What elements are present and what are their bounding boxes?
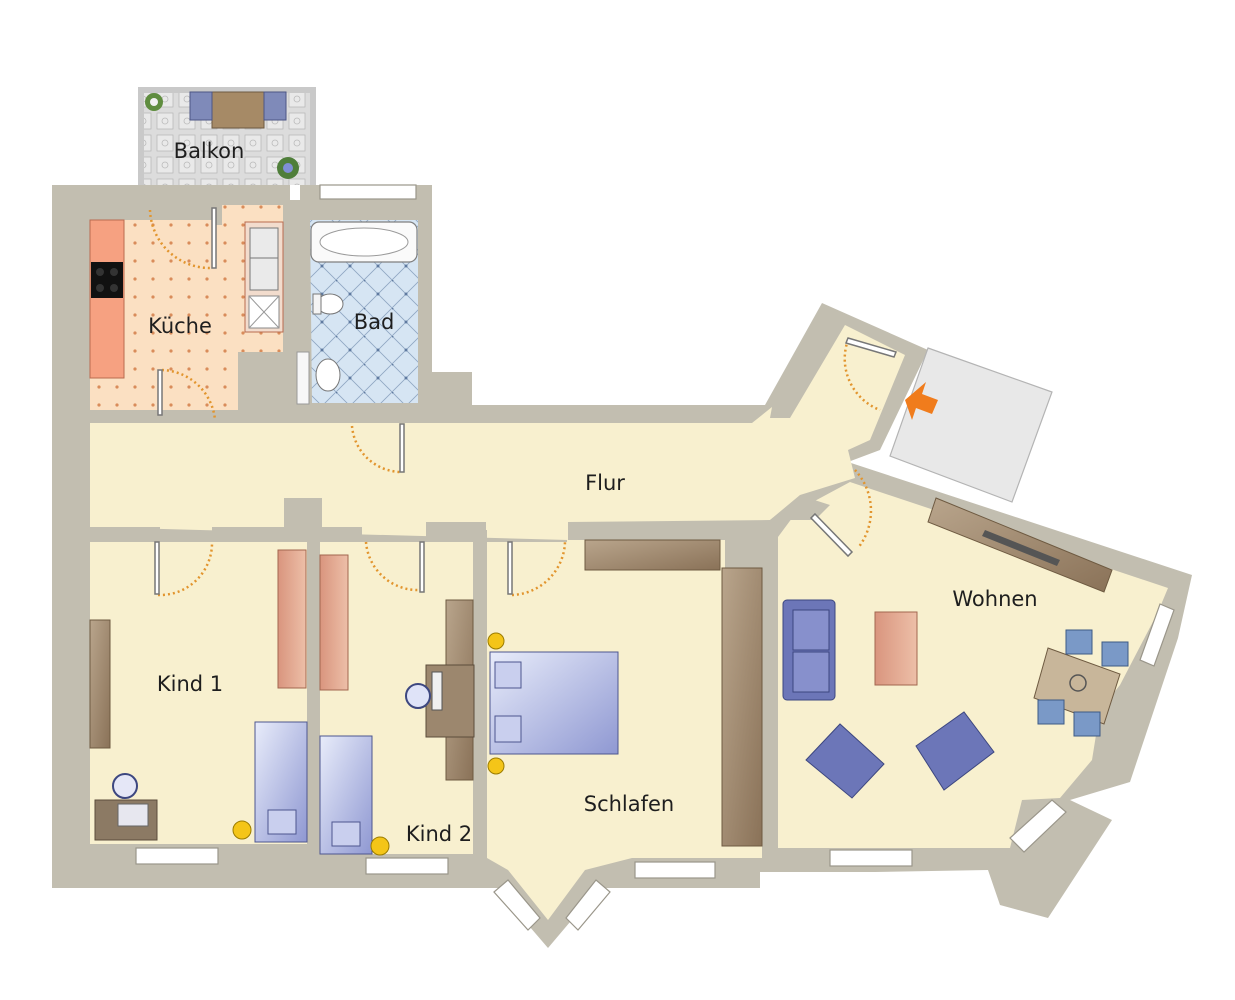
room-labels: Balkon Küche Bad Flur Wohnen Kind 1 Kind… <box>148 139 1038 846</box>
window-wohnen-side <box>1139 603 1175 667</box>
sink-icon <box>249 227 279 291</box>
kitchen-counter <box>89 219 125 379</box>
window-bay-right <box>565 879 611 931</box>
window-wohnen-corner <box>1009 799 1067 853</box>
tv-icon <box>982 530 1060 566</box>
room-label-kind2: Kind 2 <box>406 822 472 846</box>
coffee-table <box>874 611 918 686</box>
room-label-schlafen: Schlafen <box>584 792 675 816</box>
plant-icon <box>1069 674 1087 692</box>
entrance-arrow-icon <box>905 382 938 420</box>
room-label-bad: Bad <box>354 310 395 334</box>
kitchen-floor <box>90 205 283 410</box>
wardrobe-top <box>584 539 721 571</box>
lamp-icon <box>232 820 252 840</box>
hallway-floor <box>90 325 905 540</box>
armchair <box>915 711 995 791</box>
window-kind1 <box>135 847 219 865</box>
window-wohnen <box>829 849 913 867</box>
schlafen-floor <box>487 540 762 920</box>
room-label-balkon: Balkon <box>174 139 245 163</box>
balcony-furniture <box>145 91 299 179</box>
inner-walls <box>82 185 830 858</box>
bath-floor <box>310 220 418 403</box>
kitchen-furniture <box>89 219 284 379</box>
schlafen-furniture <box>487 539 763 847</box>
room-label-kueche: Küche <box>148 314 212 338</box>
wohnen-furniture <box>782 497 1129 799</box>
windows <box>135 184 1175 931</box>
window-kind2 <box>365 857 449 875</box>
wardrobe-side <box>721 567 763 847</box>
room-label-wohnen: Wohnen <box>952 587 1037 611</box>
bath-furniture <box>296 221 418 405</box>
window-bay-left <box>493 879 541 931</box>
doors <box>148 207 898 597</box>
kind2-furniture <box>319 554 475 856</box>
lamp-icon <box>487 632 505 650</box>
washbasin-icon <box>315 358 341 392</box>
kind1-furniture <box>89 549 308 843</box>
room-label-kind1: Kind 1 <box>157 672 223 696</box>
room-label-flur: Flur <box>585 471 625 495</box>
lamp-icon <box>487 757 505 775</box>
stove-icon <box>91 262 123 298</box>
plant-icon <box>277 157 299 179</box>
lamp-icon <box>370 836 390 856</box>
window-schlafen <box>634 861 716 879</box>
entrance-landing <box>889 347 1053 503</box>
window-bath <box>319 184 417 200</box>
armchair <box>805 723 885 799</box>
plant-icon <box>145 93 163 111</box>
